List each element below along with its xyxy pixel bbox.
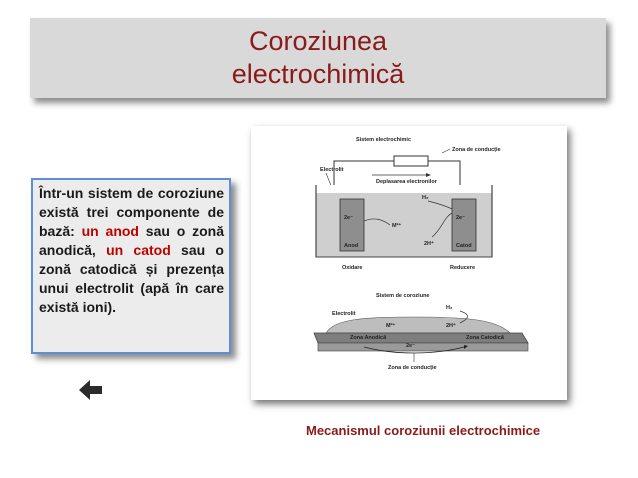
back-button[interactable] [79,378,103,402]
anode-zone-label: Zona Anodică [350,335,387,341]
anode-label: Anod [344,243,358,249]
diagram-caption: Mecanismul coroziunii electrochimice [306,423,541,438]
bottom-conduction-label: Zona de conducție [388,365,437,371]
cathode-label: Catod [456,243,472,249]
bottom-e: 2e⁻ [406,343,415,349]
oxidation-label: Oxidare [342,265,362,271]
top-m-ion: M²⁺ [392,222,401,229]
left-arrow-icon [79,380,102,400]
bottom-h-ion: 2H⁺ [446,322,456,329]
top-e-right: 2e⁻ [456,215,465,221]
top-h-ion: 2H⁺ [424,240,434,247]
top-h2: H₂ [422,195,429,201]
title-banner: Coroziunea electrochimică [30,18,606,98]
description-part-1: Într-un sistem de coroziune există trei … [39,185,224,239]
title-line-1: Coroziunea [248,26,388,56]
bottom-h2: H₂ [446,305,453,311]
description-text: Într-un sistem de coroziune există trei … [39,184,224,317]
cathode-electrode [451,198,477,252]
description-part-3: sau o zonă catodică și prezența unui ele… [39,242,224,315]
top-title: Sistem electrochimic [356,137,411,143]
cathode-highlight: un catod [106,242,171,258]
top-conduction-label: Zona de conducție [452,147,501,153]
reduction-label: Reducere [450,265,475,271]
anode-electrode [339,198,365,252]
bottom-electrolyte-label: Electrolit [332,311,356,317]
anode-highlight: un anod [81,223,139,239]
bottom-title: Sistem de coroziune [376,293,430,299]
electron-flow-label: Deplasarea electronilor [376,179,438,185]
resistor [393,155,429,167]
description-box: Într-un sistem de coroziune există trei … [31,178,231,354]
description-part-2: sau o zonă anodică, [39,223,225,258]
diagram-frame [251,126,567,400]
bottom-m-ion: M²⁺ [386,322,395,329]
cathode-zone-label: Zona Catodică [466,335,505,341]
top-e-left: 2e⁻ [344,215,353,221]
top-electrolyte-label: Electrolit [320,167,344,173]
corrosion-diagram: Sistem electrochimic Zona de conducție E… [313,137,529,371]
title-line-2: electrochimică [231,59,405,89]
